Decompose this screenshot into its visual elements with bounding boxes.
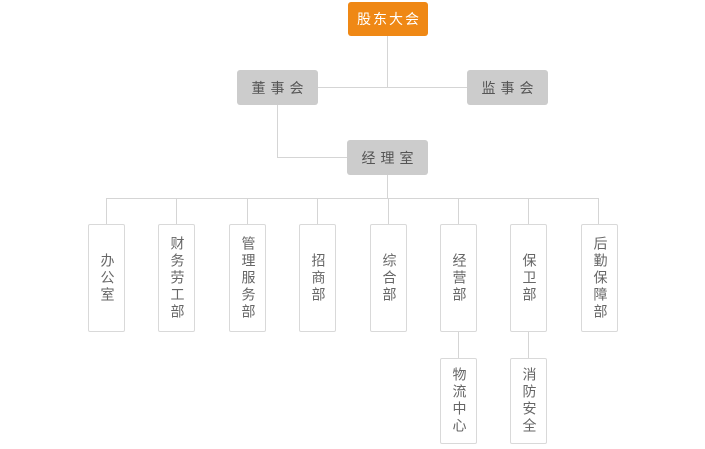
- org-node-office[interactable]: 办公室: [88, 224, 125, 332]
- connector-drop-operations: [458, 198, 459, 224]
- org-node-general-dept[interactable]: 综合部: [370, 224, 407, 332]
- connector-drop-management-service: [247, 198, 248, 224]
- connector-root-down: [387, 36, 388, 88]
- org-node-shareholders-meeting[interactable]: 股东大会: [348, 2, 428, 36]
- connector-operations-to-logistics-center: [458, 332, 459, 358]
- connector-drop-investment: [317, 198, 318, 224]
- connector-security-to-fire-safety: [528, 332, 529, 358]
- org-node-investment-dept[interactable]: 招商部: [299, 224, 336, 332]
- org-node-logistics-center[interactable]: 物流中心: [440, 358, 477, 444]
- org-node-board-of-directors[interactable]: 董事会: [237, 70, 318, 105]
- org-node-supervisory-board[interactable]: 监事会: [467, 70, 548, 105]
- org-node-operations-dept[interactable]: 经营部: [440, 224, 477, 332]
- org-node-finance-labor-dept[interactable]: 财务劳工部: [158, 224, 195, 332]
- org-node-logistics-support-dept[interactable]: 后勤保障部: [581, 224, 618, 332]
- connector-drop-finance-labor: [176, 198, 177, 224]
- org-node-fire-safety[interactable]: 消防安全: [510, 358, 547, 444]
- connector-manager-down: [387, 175, 388, 199]
- connector-drop-security: [528, 198, 529, 224]
- connector-drop-office: [106, 198, 107, 224]
- connector-board-to-manager: [277, 157, 347, 158]
- org-node-security-dept[interactable]: 保卫部: [510, 224, 547, 332]
- connector-drop-logistics-support: [598, 198, 599, 224]
- org-node-management-service-dept[interactable]: 管理服务部: [229, 224, 266, 332]
- connector-level2-horizontal: [318, 87, 467, 88]
- connector-board-down: [277, 105, 278, 158]
- org-node-manager-office[interactable]: 经理室: [347, 140, 428, 175]
- connector-drop-general: [388, 198, 389, 224]
- connector-dept-bus: [106, 198, 599, 199]
